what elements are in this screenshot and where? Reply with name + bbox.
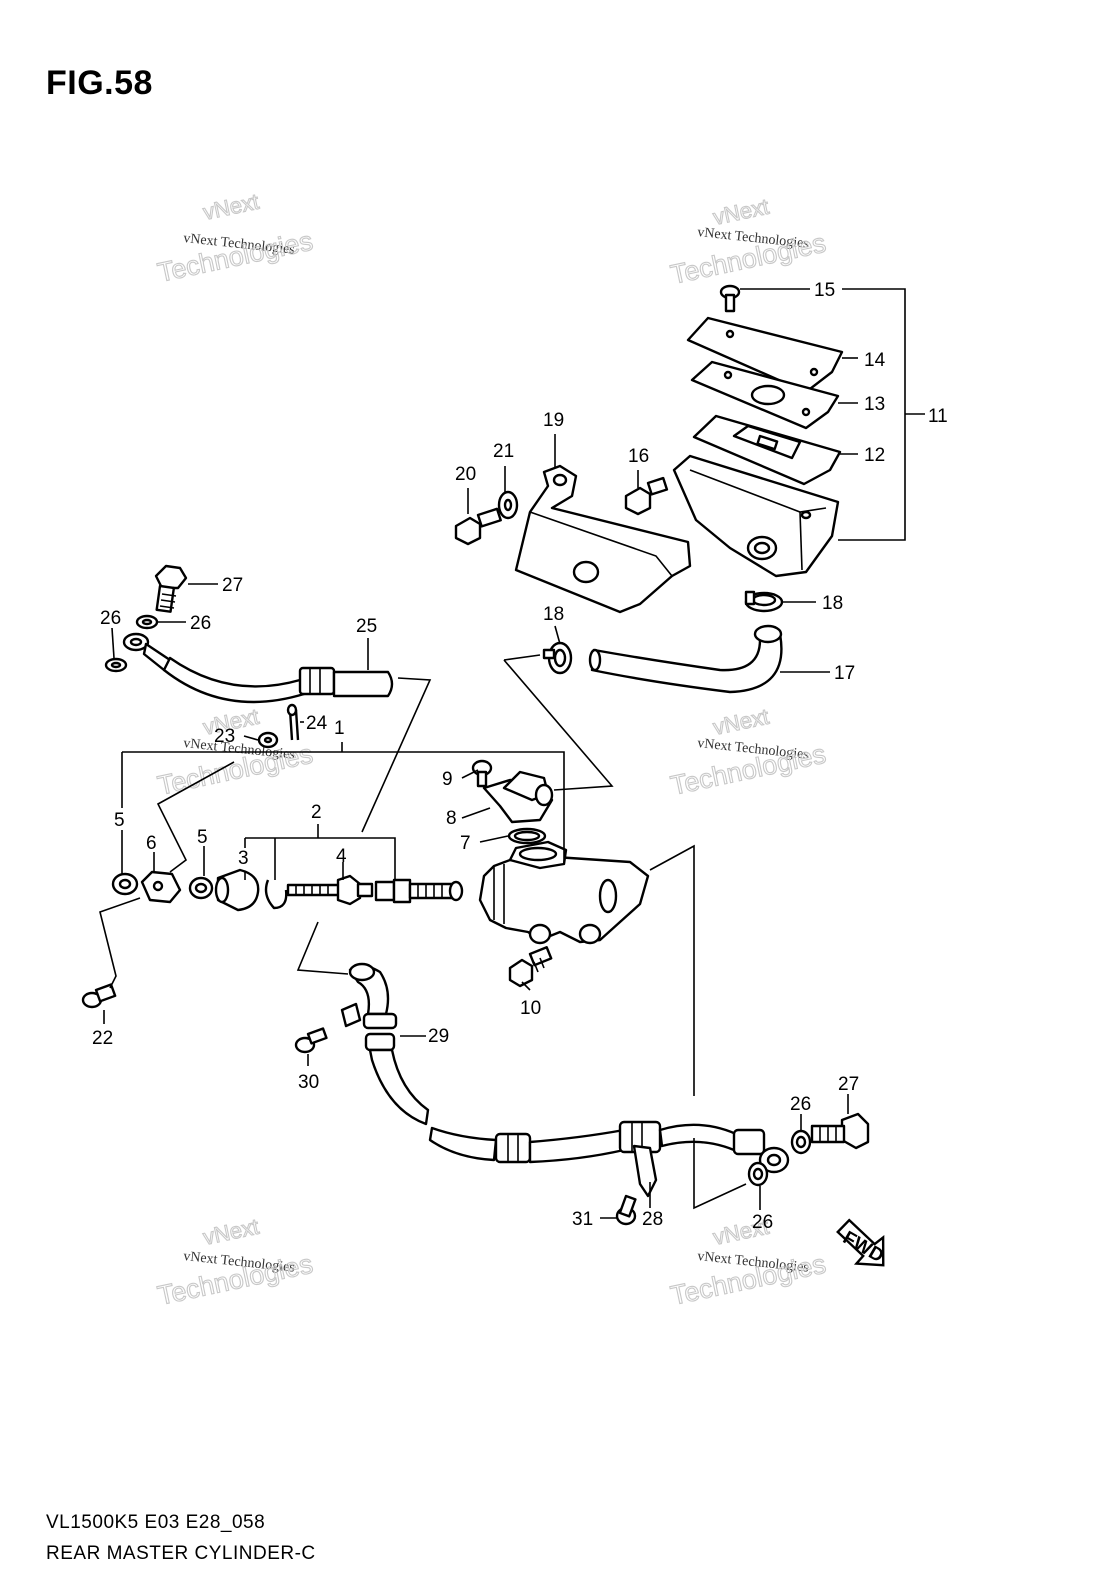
part-cotter-pin-24 bbox=[286, 703, 300, 741]
lower-hose-group bbox=[294, 962, 870, 1226]
callout-7: 7 bbox=[460, 833, 471, 854]
callout-23: 23 bbox=[214, 726, 235, 747]
callout-27-lower: 27 bbox=[838, 1074, 859, 1095]
bracket-group bbox=[454, 464, 692, 614]
part-bolt-10 bbox=[508, 946, 553, 988]
callout-4: 4 bbox=[336, 846, 347, 867]
part-brake-hose-lower bbox=[368, 1048, 430, 1126]
callout-30: 30 bbox=[298, 1072, 319, 1093]
callout-8: 8 bbox=[446, 808, 457, 829]
part-piston-spring bbox=[374, 878, 464, 904]
part-hose-clamp-18-upper bbox=[744, 590, 784, 613]
callout-28: 28 bbox=[642, 1209, 663, 1230]
svg-text:vNext: vNext bbox=[711, 704, 771, 740]
model-code: VL1500K5 E03 E28_058 bbox=[46, 1512, 266, 1533]
callout-labels: 15 14 13 11 12 19 21 20 16 27 18 18 26 2… bbox=[92, 280, 948, 1233]
callout-1: 1 bbox=[334, 718, 345, 739]
svg-text:vNext: vNext bbox=[201, 1214, 261, 1250]
part-screw-15 bbox=[719, 284, 741, 313]
part-bolt-30 bbox=[294, 1027, 328, 1054]
part-bracket-28 bbox=[632, 1144, 658, 1198]
svg-text:vNext: vNext bbox=[201, 189, 261, 225]
callout-3: 3 bbox=[238, 848, 249, 869]
callout-11: 11 bbox=[928, 406, 948, 427]
callout-26-right: 26 bbox=[790, 1094, 811, 1115]
callout-12: 12 bbox=[864, 445, 885, 466]
part-bolt-22 bbox=[81, 983, 117, 1009]
part-banjo-bolt-27-upper bbox=[154, 564, 188, 613]
callout-2: 2 bbox=[311, 802, 322, 823]
master-cylinder-group bbox=[471, 759, 650, 988]
svg-text:Technologies: Technologies bbox=[155, 226, 315, 288]
callout-6: 6 bbox=[146, 833, 157, 854]
callout-26-upper: 26 bbox=[190, 613, 211, 634]
callout-18-right: 18 bbox=[822, 593, 843, 614]
watermark-mid-right: vNext vNext Technologies Technologies bbox=[667, 703, 829, 801]
part-screw-9 bbox=[471, 759, 493, 788]
part-hose-clamp-18-lower bbox=[542, 641, 573, 675]
part-bolt-20 bbox=[454, 507, 502, 546]
fwd-arrow-icon: FWD bbox=[836, 1218, 887, 1267]
callout-25: 25 bbox=[356, 616, 377, 637]
watermark-bottom-right: vNext vNext Technologies Technologies bbox=[667, 1213, 829, 1311]
watermark-bottom-left: vNext vNext Technologies Technologies bbox=[154, 1213, 316, 1311]
callout-26-lower: 26 bbox=[752, 1212, 773, 1233]
part-boot-3 bbox=[216, 868, 260, 912]
part-reservoir-hose-17 bbox=[590, 632, 783, 694]
callout-21: 21 bbox=[493, 441, 514, 462]
callout-5-left: 5 bbox=[114, 810, 125, 831]
callout-18-left: 18 bbox=[543, 604, 564, 625]
callout-27-upper: 27 bbox=[222, 575, 243, 596]
reservoir-assembly bbox=[542, 284, 844, 694]
callout-5-right: 5 bbox=[197, 827, 208, 848]
callout-10: 10 bbox=[520, 998, 541, 1019]
part-clamp-29 bbox=[340, 1002, 398, 1052]
part-bolt-16 bbox=[624, 476, 669, 516]
part-cylinder-body-1 bbox=[478, 854, 650, 944]
leader-lines bbox=[99, 288, 925, 1219]
callout-31: 31 bbox=[572, 1209, 593, 1230]
part-bracket-19 bbox=[514, 464, 692, 614]
part-diaphragm-12 bbox=[692, 414, 842, 486]
callout-9: 9 bbox=[442, 769, 453, 790]
callout-29: 29 bbox=[428, 1026, 449, 1047]
callout-14: 14 bbox=[864, 350, 886, 371]
part-bolt-31 bbox=[615, 1194, 637, 1226]
part-banjo-bolt-27-lower bbox=[810, 1112, 870, 1150]
figure-title: FIG.58 bbox=[46, 64, 153, 102]
upper-hose-group bbox=[104, 564, 394, 704]
callout-15: 15 bbox=[814, 280, 835, 301]
part-push-rod-4 bbox=[286, 874, 374, 906]
watermark-top-left: vNext vNext Technologies Technologies bbox=[154, 188, 316, 288]
callout-13: 13 bbox=[864, 394, 885, 415]
callout-26-left: 26 bbox=[100, 608, 121, 629]
callout-16: 16 bbox=[628, 446, 649, 467]
part-brake-hose-25 bbox=[162, 656, 306, 704]
diagram-title: REAR MASTER CYLINDER-C bbox=[46, 1543, 316, 1564]
watermark-top-right: vNext vNext Technologies Technologies bbox=[667, 193, 829, 290]
callout-22: 22 bbox=[92, 1028, 113, 1049]
callout-24: 24 bbox=[306, 713, 328, 734]
callout-20: 20 bbox=[455, 464, 476, 485]
piston-assembly bbox=[111, 868, 464, 912]
callout-17: 17 bbox=[834, 663, 855, 684]
svg-text:vNext: vNext bbox=[711, 194, 771, 230]
part-reservoir-body-11 bbox=[672, 454, 840, 578]
callout-19: 19 bbox=[543, 410, 564, 431]
